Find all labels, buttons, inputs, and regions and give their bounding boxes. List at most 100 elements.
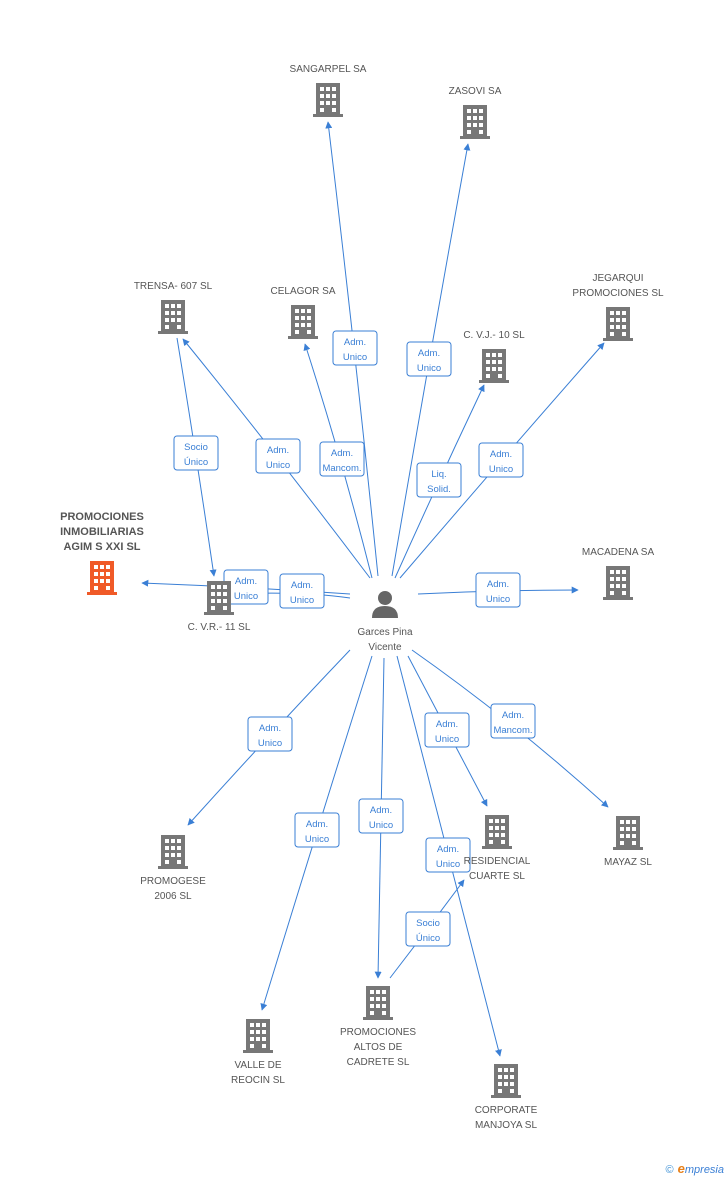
- company-node-cvr11[interactable]: C. V.R.- 11 SL: [188, 581, 251, 633]
- relation-badge[interactable]: Adm.Unico: [279, 573, 325, 609]
- relation-badge-box: [425, 837, 471, 873]
- relation-badge-text: Mancom.: [493, 725, 532, 736]
- relation-badge-text: Único: [416, 933, 440, 944]
- company-name-label: MAYAZ SL: [604, 857, 652, 868]
- company-name-label: VALLE DE: [234, 1060, 281, 1071]
- relation-badge-box: [279, 573, 325, 609]
- relation-badge[interactable]: Adm. Unico: [358, 798, 404, 834]
- company-name-label: CADRETE SL: [347, 1057, 410, 1068]
- company-node-trensa[interactable]: TRENSA- 607 SL: [134, 281, 213, 334]
- company-node-zasovi[interactable]: ZASOVI SA: [449, 86, 502, 139]
- building-icon: [603, 307, 633, 341]
- relation-badge-text: Unico: [489, 464, 513, 475]
- relation-badge-text: Unico: [290, 595, 314, 606]
- nodes-layer: SANGARPEL SA ZASOVI SA TRENSA- 607 SL CELAG…: [60, 64, 664, 1131]
- relation-badge-text: Mancom.: [322, 463, 361, 474]
- relation-badge-text: Liq.: [431, 469, 446, 480]
- relation-badge-box: [424, 712, 470, 748]
- relation-badge[interactable]: Adm.Unico: [255, 438, 301, 474]
- relation-badge[interactable]: Adm.Unico: [247, 716, 293, 752]
- building-icon: [363, 986, 393, 1020]
- company-name-label: CORPORATE: [475, 1105, 538, 1116]
- company-name-label: TRENSA- 607 SL: [134, 281, 213, 292]
- relation-badge[interactable]: Adm. Unico: [223, 569, 269, 605]
- company-name-label: INMOBILIARIAS: [60, 526, 144, 538]
- company-node-valle[interactable]: VALLE DE REOCIN SL: [231, 1019, 285, 1086]
- relation-badge-text: Adm.: [418, 348, 440, 359]
- relation-badge[interactable]: Adm. Mancom.: [319, 441, 365, 477]
- company-name-label: C. V.R.- 11 SL: [188, 622, 251, 633]
- relation-badge-box: [294, 812, 340, 848]
- relation-badge-text: Adm.: [259, 723, 281, 734]
- company-name-label: ZASOVI SA: [449, 86, 502, 97]
- relation-badge[interactable]: Liq. Solid.: [416, 462, 462, 498]
- relation-badge[interactable]: Adm.Unico: [424, 712, 470, 748]
- building-icon: [158, 835, 188, 869]
- relation-badge[interactable]: Adm.Unico: [294, 812, 340, 848]
- company-node-altos[interactable]: PROMOCIONES ALTOS DE CADRETE SL: [340, 986, 416, 1068]
- center-person-node[interactable]: Garces Pina Vicente: [357, 591, 413, 653]
- company-node-cvj10[interactable]: C. V.J.- 10 SL: [463, 330, 525, 383]
- building-icon: [482, 815, 512, 849]
- company-name-label: PROMOCIONES: [340, 1027, 416, 1038]
- relation-badge-box: [319, 441, 365, 477]
- company-node-macadena[interactable]: MACADENA SA: [582, 547, 655, 600]
- relation-badge[interactable]: Adm.Unico: [425, 837, 471, 873]
- building-icon: [204, 581, 234, 615]
- company-node-celagor[interactable]: CELAGOR SA: [270, 286, 336, 339]
- center-label-line-1: Garces Pina: [357, 627, 412, 638]
- relation-badge[interactable]: Adm. Unico: [332, 330, 378, 366]
- relation-badge-text: Adm.: [331, 448, 353, 459]
- building-icon: [460, 105, 490, 139]
- relation-badge-text: Adm.: [437, 844, 459, 855]
- relation-badge[interactable]: Adm.Unico: [406, 341, 452, 377]
- relation-badge-box: [255, 438, 301, 474]
- relation-badge-text: Adm.: [490, 449, 512, 460]
- relation-badge-text: Adm.: [502, 710, 524, 721]
- brand-logo-initial: e: [677, 1161, 685, 1176]
- relation-badge-text: Unico: [234, 591, 258, 602]
- relation-badge-box: [247, 716, 293, 752]
- relation-badge-text: Adm.: [344, 337, 366, 348]
- company-name-label: ALTOS DE: [354, 1042, 403, 1053]
- relation-badge-text: Solid.: [427, 484, 451, 495]
- relation-badge-text: Único: [184, 457, 208, 468]
- company-name-label: REOCIN SL: [231, 1075, 285, 1086]
- company-name-label: PROMOCIONES: [60, 511, 144, 523]
- company-name-label: CUARTE SL: [469, 871, 525, 882]
- relation-badge-text: Unico: [266, 460, 290, 471]
- relation-badge[interactable]: Adm. Unico: [478, 442, 524, 478]
- relation-badge-box: [478, 442, 524, 478]
- relation-badge-text: Adm.: [370, 805, 392, 816]
- building-icon: [613, 816, 643, 850]
- relation-badge-text: Unico: [343, 352, 367, 363]
- relation-badge-text: Adm.: [235, 576, 257, 587]
- relation-badge-text: Socio: [416, 918, 440, 929]
- relation-badge-box: [475, 572, 521, 608]
- company-node-sangarpel[interactable]: SANGARPEL SA: [290, 64, 367, 117]
- brand-logo-text: mpresia: [684, 1164, 724, 1176]
- relation-badge-text: Socio: [184, 442, 208, 453]
- relation-badge[interactable]: Adm.Unico: [475, 572, 521, 608]
- relation-badge-text: Unico: [369, 820, 393, 831]
- center-label-line-2: Vicente: [368, 642, 402, 653]
- brand-footer: ©empresia: [666, 1161, 724, 1176]
- relation-badge-text: Unico: [435, 734, 459, 745]
- company-node-mayaz[interactable]: MAYAZ SL: [604, 816, 652, 868]
- company-name-label: CELAGOR SA: [270, 286, 335, 297]
- relation-badge-text: Unico: [305, 834, 329, 845]
- building-icon: [288, 305, 318, 339]
- relation-badge-box: [490, 703, 536, 739]
- building-icon: [243, 1019, 273, 1053]
- relation-badge[interactable]: Adm. Mancom.: [490, 703, 536, 739]
- building-icon: [87, 561, 117, 595]
